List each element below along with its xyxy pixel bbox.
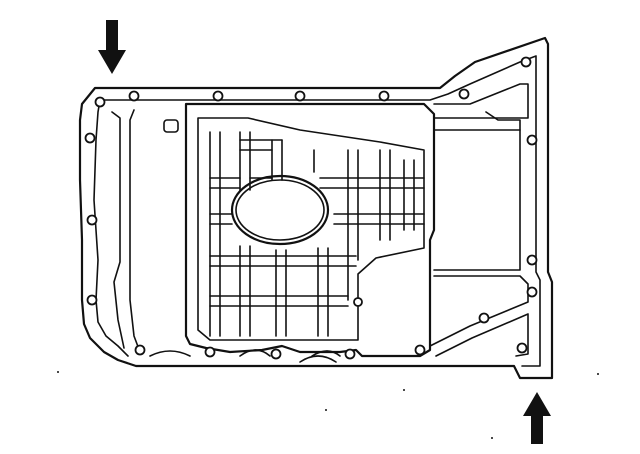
stray-dot (403, 389, 405, 391)
central-oval-opening (230, 174, 330, 246)
left-wall-outer (111, 111, 125, 349)
stray-dot (491, 437, 493, 439)
bottom-boss (299, 355, 337, 363)
sump-body (184, 102, 436, 358)
bottom-scallops (149, 349, 341, 357)
central-oval-inner (235, 179, 325, 241)
right-upper-detail (433, 111, 521, 271)
arrow-down-left-icon (98, 20, 126, 74)
arrow-up-right-icon (523, 392, 551, 444)
right-web-edge (433, 129, 521, 149)
right-upper-web (433, 83, 529, 119)
right-lower-rib (435, 313, 529, 357)
stray-dot (57, 371, 59, 373)
sump-inner-contour (197, 117, 425, 341)
bolt-holes (84, 56, 538, 360)
stray-dot (597, 373, 599, 375)
pan-outer-flange (78, 36, 554, 380)
drain-plug-square (163, 119, 179, 133)
left-wall-inner (129, 109, 141, 353)
rib-grid (209, 131, 425, 337)
stray-dot (325, 409, 327, 411)
